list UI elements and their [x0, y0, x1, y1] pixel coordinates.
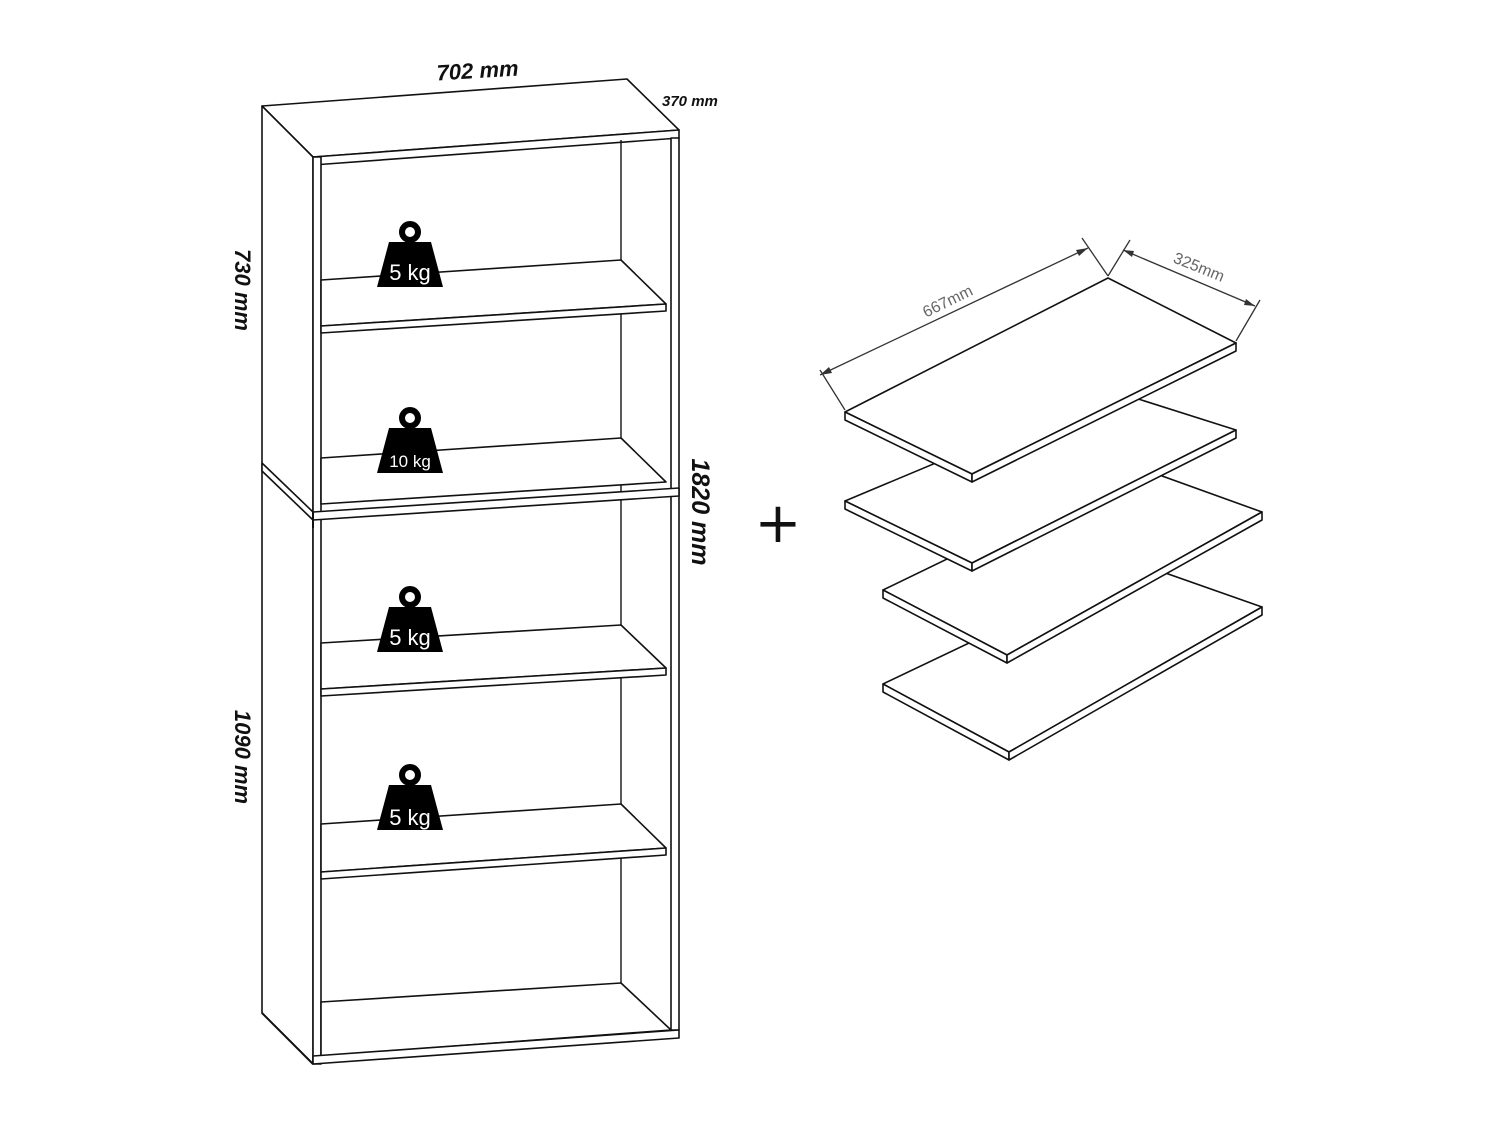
total-height-label: 1820 mm [686, 458, 714, 565]
weight-icon: 5 kg [377, 767, 443, 830]
depth-dimension-label: 370 mm [662, 93, 718, 110]
weight-label: 5 kg [389, 625, 431, 650]
bookcase-left-front-edge [312, 156, 322, 1065]
extra-shelf-4 [882, 562, 1263, 761]
shelf-depth-label: 325mm [1171, 250, 1227, 286]
shelf-depth-dimension [1107, 239, 1261, 342]
extra-shelf-1 [844, 277, 1237, 483]
extra-shelves: 667mm 325mm [819, 237, 1263, 761]
shelf-1 [320, 259, 667, 334]
bookcase-right-front-edge [670, 137, 680, 1031]
bookcase-bottom-front-edge [312, 1029, 680, 1065]
shelf-length-dimension [819, 237, 1109, 411]
bookcase-bottom-side-edge [261, 1012, 314, 1065]
weight-label: 5 kg [389, 260, 431, 285]
extra-shelf-3 [882, 466, 1263, 664]
bookcase: 5 kg 10 kg 5 kg 5 kg 702 mm 370 mm 730 m… [230, 56, 718, 1065]
lower-height-label: 1090 mm [230, 710, 255, 804]
width-dimension-label: 702 mm [436, 56, 519, 86]
weight-icon: 5 kg [377, 224, 443, 287]
shelf-4 [320, 803, 667, 880]
shelf-3 [320, 624, 667, 697]
shelf-length-label: 667mm [920, 283, 975, 322]
weight-label: 10 kg [389, 452, 431, 471]
plus-sign: + [755, 491, 802, 556]
extra-shelf-2 [844, 389, 1237, 572]
weight-icon: 10 kg [377, 410, 443, 473]
bookcase-left-side [261, 105, 314, 1065]
upper-height-label: 730 mm [230, 249, 255, 331]
weight-icon: 5 kg [377, 589, 443, 652]
weight-label: 5 kg [389, 805, 431, 830]
